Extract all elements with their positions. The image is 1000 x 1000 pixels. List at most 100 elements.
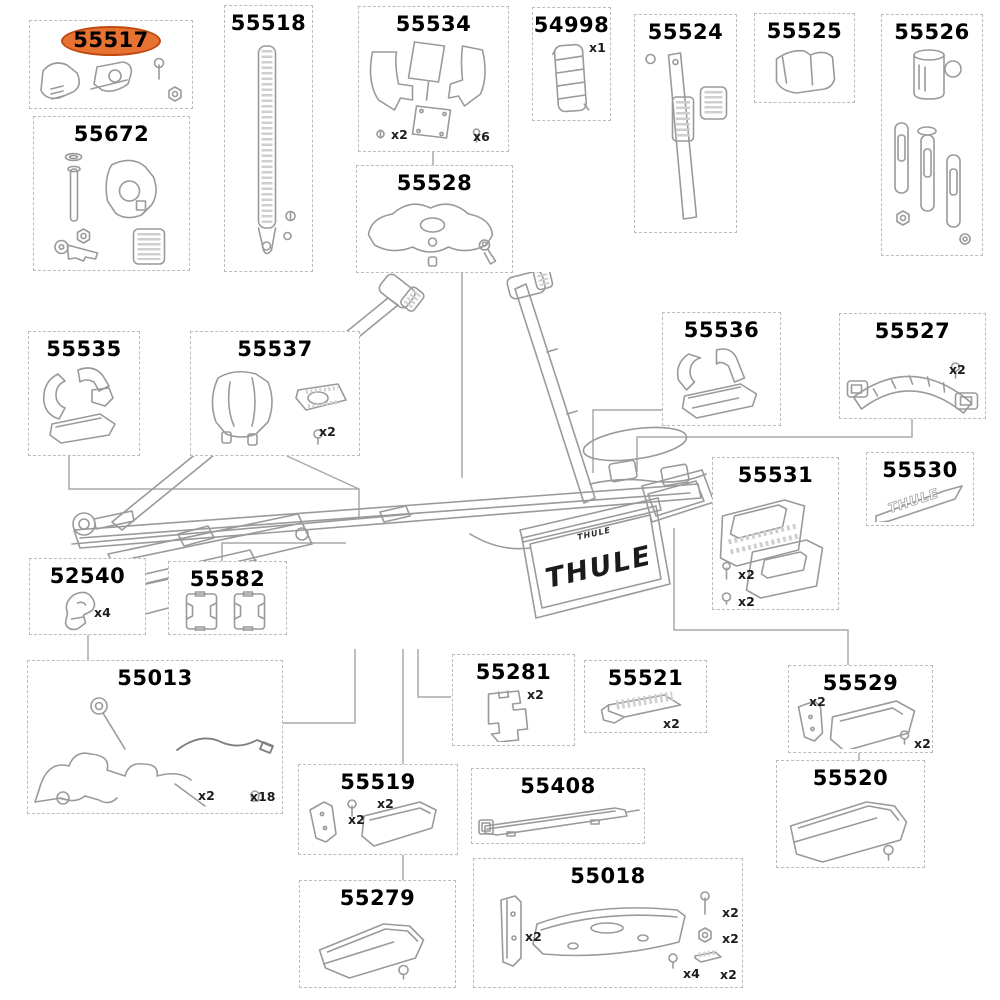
qty-annotation: x6: [473, 129, 490, 144]
part-number-label: 55018: [570, 864, 646, 888]
qty-annotation: x2: [348, 812, 365, 827]
part-sketch-holders: [369, 41, 486, 143]
part-box-55534[interactable]: 55534 x2 x6: [358, 6, 509, 152]
part-number-label: 55530: [882, 458, 958, 482]
part-number-label: 55525: [766, 19, 843, 43]
part-box-55582[interactable]: 55582: [168, 561, 287, 635]
part-sketch-logo-badge: THULE: [875, 485, 963, 522]
qty-annotation: x2: [738, 594, 755, 609]
part-box-55535[interactable]: 55535: [28, 331, 140, 456]
part-box-55521[interactable]: 55521 x2: [584, 660, 707, 733]
part-sketch-light-housing-left: [309, 799, 437, 847]
part-box-55520[interactable]: 55520: [776, 760, 925, 868]
part-box-55529[interactable]: 55529 x2 x2: [788, 665, 933, 753]
part-box-55518[interactable]: 55518: [224, 5, 313, 272]
part-number-label: 55534: [395, 12, 472, 36]
part-number-label: 55521: [607, 666, 684, 690]
part-number-label: 55531: [737, 463, 814, 487]
part-sketch-plate-holder: [719, 499, 823, 605]
part-box-55528[interactable]: 55528: [356, 165, 513, 273]
bike-carrier-assembly: THULE THULE: [50, 265, 715, 672]
part-sketch-lock-kit: [53, 152, 165, 265]
part-sketch-holder: [676, 348, 757, 419]
part-box-55531[interactable]: 55531 x2 x2: [712, 457, 839, 610]
part-box-55018[interactable]: 55018 x2 x2 x2 x4 x2: [473, 858, 743, 988]
qty-annotation: x1: [589, 40, 606, 55]
qty-annotation: x2: [722, 931, 739, 946]
qty-annotation: x2: [738, 567, 755, 582]
part-sketch-lock-cylinder: [894, 49, 971, 245]
part-box-55408[interactable]: 55408: [471, 768, 645, 844]
part-sketch-rail: [478, 807, 640, 837]
part-number-label: 55526: [894, 20, 970, 44]
qty-annotation: x2: [663, 716, 680, 731]
part-box-55672[interactable]: 55672: [33, 116, 190, 271]
qty-annotation: x2: [949, 362, 966, 377]
part-number-label: 55518: [230, 11, 307, 35]
part-number-label: 55582: [189, 567, 266, 591]
part-box-54998[interactable]: 54998 x1: [532, 7, 611, 121]
part-sketch-bracket: [487, 690, 528, 742]
part-sketch-arch-bracket: [846, 362, 978, 414]
part-sketch-corner-cap: [775, 49, 835, 94]
part-sketch-blocks: [185, 591, 265, 631]
part-box-55525[interactable]: 55525: [754, 13, 855, 103]
part-number-label: 55281: [475, 660, 552, 684]
part-sketch-ladder-strip: [551, 43, 589, 113]
part-number-label: 55672: [73, 122, 150, 146]
qty-annotation: x2: [391, 127, 408, 142]
qty-annotation: x4: [683, 966, 700, 981]
part-sketch-light-housing-rear: [318, 923, 424, 980]
part-sketch-light-housing: [789, 801, 907, 863]
part-number-label: 55529: [822, 671, 899, 695]
part-sketch-wiring-harness: [34, 697, 274, 807]
part-sketch-plate-board: [500, 891, 722, 969]
part-number-label: 55517: [30, 26, 192, 56]
brand-plate-text: THULE: [543, 540, 656, 595]
part-number-label: 55528: [396, 171, 473, 195]
part-sketch-strap: [257, 45, 296, 255]
qty-annotation: x2: [914, 736, 931, 751]
part-number-label: 55536: [683, 318, 760, 342]
qty-annotation: x2: [720, 967, 737, 982]
part-number-label: 55527: [874, 319, 951, 343]
part-sketch-handle: [367, 203, 496, 267]
qty-annotation: x2: [319, 424, 336, 439]
part-sketch-wedge: [600, 691, 681, 724]
part-number-label: 55013: [117, 666, 193, 690]
part-number-label: 52540: [49, 564, 126, 588]
qty-annotation: x2: [377, 796, 394, 811]
part-number-label: 55520: [812, 766, 889, 790]
qty-annotation: x2: [198, 788, 215, 803]
highlight-ellipse: 55517: [61, 26, 161, 56]
qty-annotation: x2: [525, 929, 542, 944]
part-box-55530[interactable]: 55530 THULE: [866, 452, 974, 526]
part-sketch-rod: [644, 52, 727, 220]
qty-annotation: x2: [809, 694, 826, 709]
part-box-55013[interactable]: 55013 x2 x18: [27, 660, 283, 814]
part-box-55279[interactable]: 55279: [299, 880, 456, 988]
part-box-55281[interactable]: 55281 x2: [452, 654, 575, 746]
part-number-label: 55279: [339, 886, 416, 910]
part-sketch-clamps: [40, 57, 182, 102]
qty-annotation: x2: [527, 687, 544, 702]
part-box-55524[interactable]: 55524: [634, 14, 737, 233]
part-number-label: 55408: [520, 774, 596, 798]
part-box-55536[interactable]: 55536: [662, 312, 781, 426]
part-sketch-wheel-clamp: [42, 367, 116, 444]
part-box-55526[interactable]: 55526: [881, 14, 983, 256]
part-number-label: 54998: [533, 13, 610, 37]
part-box-52540[interactable]: 52540 x4: [29, 558, 146, 635]
qty-annotation: x18: [250, 789, 276, 804]
bike-carrier-sketch: THULE THULE: [54, 265, 715, 633]
part-sketch-light-housing-small: [797, 700, 915, 749]
qty-annotation: x4: [94, 605, 111, 620]
part-box-55527[interactable]: 55527 x2: [839, 313, 986, 419]
qty-annotation: x2: [722, 905, 739, 920]
part-box-55537[interactable]: 55537 x2: [190, 331, 360, 456]
part-box-55519[interactable]: 55519 x2 x2: [298, 764, 458, 855]
part-box-55517[interactable]: 55517: [29, 20, 193, 109]
part-number-label: 55524: [647, 20, 724, 44]
